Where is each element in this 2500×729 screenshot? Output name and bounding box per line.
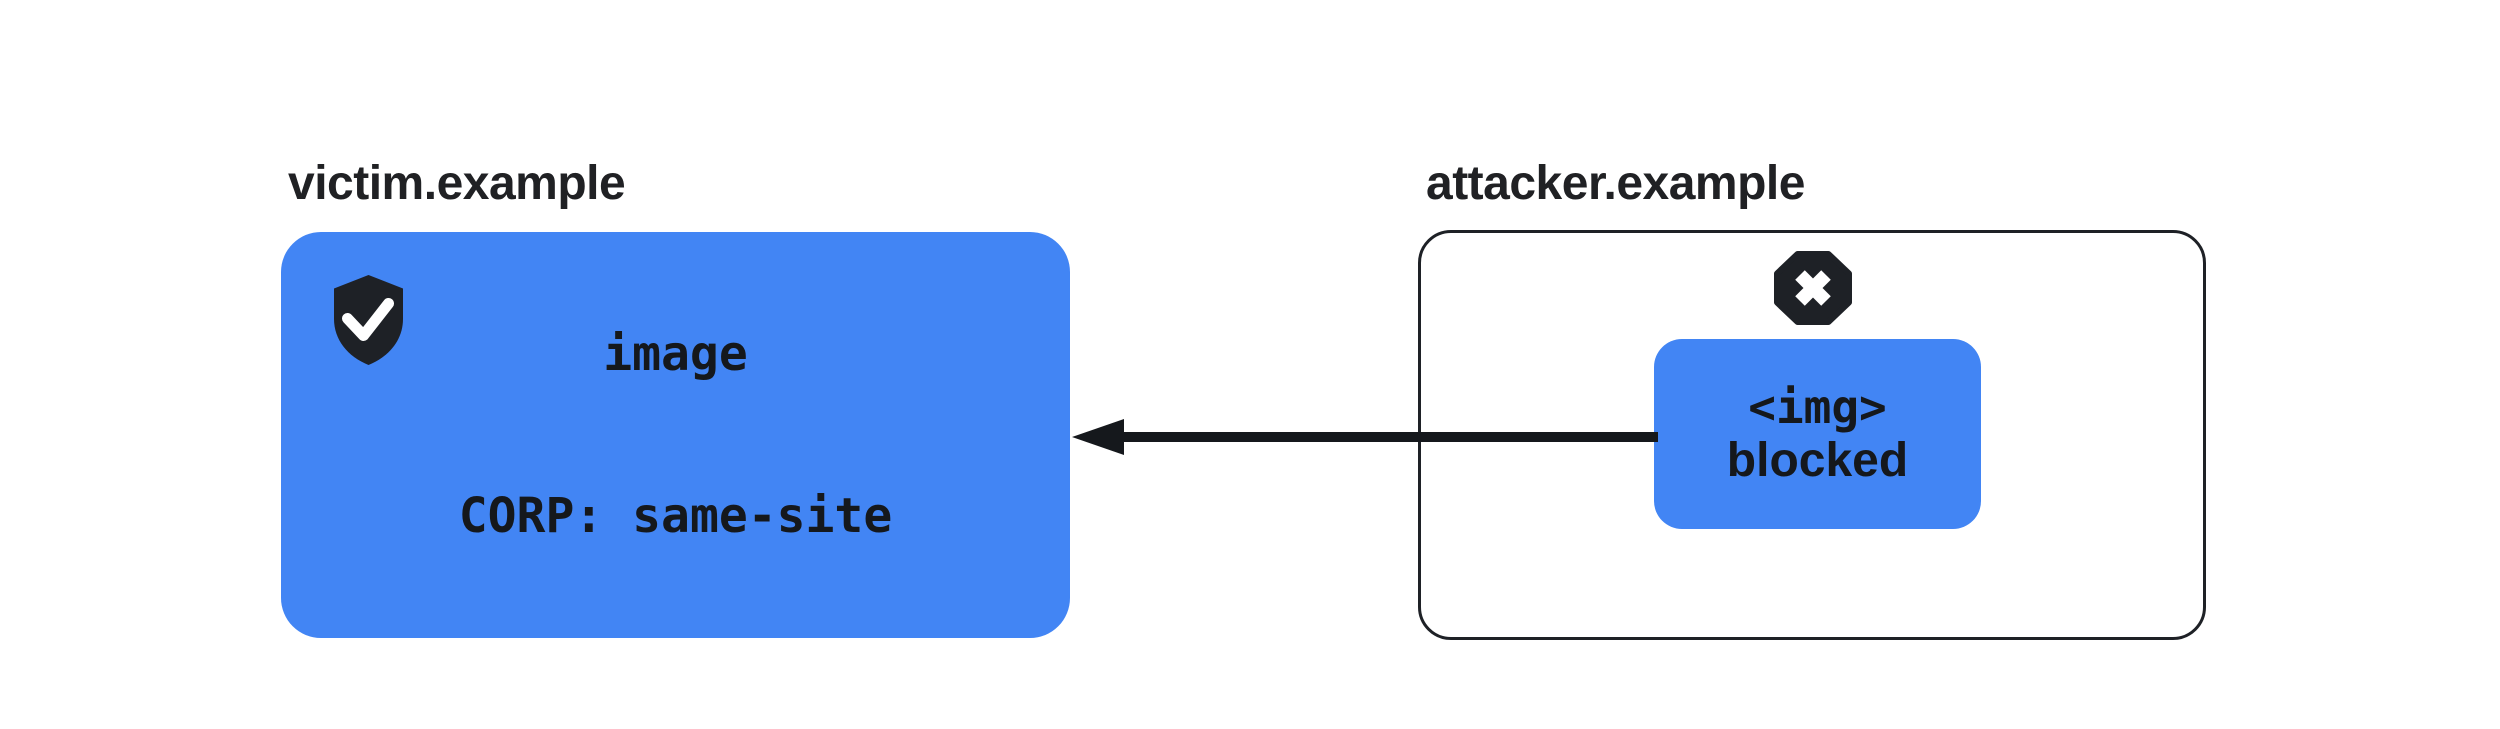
victim-resource-box: image CORP: same-site (281, 232, 1070, 638)
victim-corp-header: CORP: same-site (458, 488, 893, 544)
victim-site-label: victim.example (288, 157, 626, 210)
victim-resource-text: image CORP: same-site (459, 219, 892, 651)
shield-check-icon (330, 272, 407, 367)
blocked-img-tag-text: <img> (1748, 380, 1887, 434)
request-arrow-icon (1070, 417, 1660, 457)
blocked-request-box: <img> blocked (1654, 339, 1981, 529)
attacker-page-box: <img> blocked (1418, 230, 2206, 640)
attacker-site-label: attacker.example (1426, 157, 1805, 210)
blocked-status-text: blocked (1726, 434, 1909, 487)
victim-resource-name: image (603, 326, 748, 382)
blocked-octagon-x-icon (1773, 250, 1853, 326)
